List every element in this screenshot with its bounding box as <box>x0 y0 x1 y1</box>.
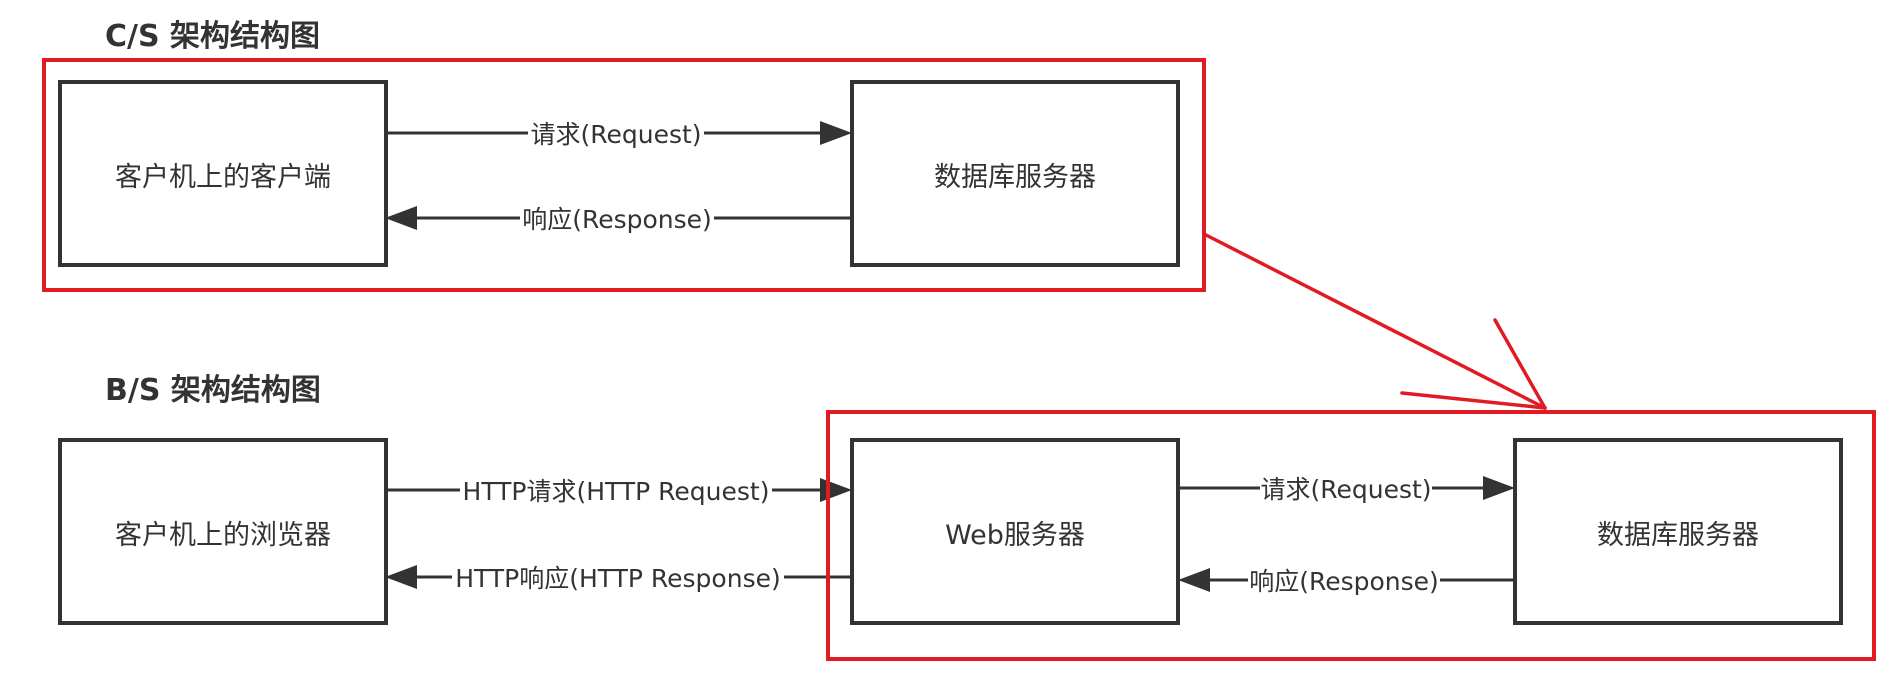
bs-db-label: 数据库服务器 <box>1597 520 1759 551</box>
arrowhead-left <box>385 565 417 589</box>
cs-request-label: 请求(Request) <box>530 120 701 149</box>
cs-client-label: 客户机上的客户端 <box>115 162 331 193</box>
bs-highlight-frame <box>826 410 1876 661</box>
arrowhead-right <box>1483 476 1515 500</box>
bs-response-label: 响应(Response) <box>1249 567 1439 596</box>
bs-web-label: Web服务器 <box>945 520 1085 551</box>
cs-section: 客户机上的客户端 数据库服务器 请求(Request) 响应(Response) <box>42 58 1206 292</box>
cs-db-label: 数据库服务器 <box>934 162 1096 193</box>
cs-response-label: 响应(Response) <box>522 205 712 234</box>
bs-browser-box <box>58 438 388 625</box>
cs-title: C/S 架构结构图 <box>105 19 320 54</box>
cs-highlight-frame <box>42 58 1206 292</box>
cs-request-arrow: 请求(Request) <box>388 117 852 149</box>
highlight-connector-arrow <box>1204 233 1547 410</box>
bs-title: B/S 架构结构图 <box>105 373 321 408</box>
bs-browser-label: 客户机上的浏览器 <box>115 520 331 551</box>
bs-http-request-arrow: HTTP请求(HTTP Request) <box>388 474 852 506</box>
bs-http-response-label: HTTP响应(HTTP Response) <box>455 564 780 593</box>
bs-request-arrow: 请求(Request) <box>1180 472 1515 504</box>
bs-http-response-arrow: HTTP响应(HTTP Response) <box>385 561 850 593</box>
arrowhead-right <box>820 478 852 502</box>
bs-request-label: 请求(Request) <box>1260 475 1431 504</box>
cs-response-arrow: 响应(Response) <box>385 202 850 234</box>
arrowhead-left <box>385 206 417 230</box>
bs-web-box <box>850 438 1180 625</box>
cs-db-box <box>850 80 1180 267</box>
bs-response-arrow: 响应(Response) <box>1178 564 1513 596</box>
arrowhead-right <box>820 121 852 145</box>
bs-db-box <box>1513 438 1843 625</box>
bs-section: 客户机上的浏览器 Web服务器 数据库服务器 HTTP请求(HTTP Reque… <box>58 410 1876 661</box>
arrowhead-left <box>1178 568 1210 592</box>
cs-client-box <box>58 80 388 267</box>
bs-http-request-label: HTTP请求(HTTP Request) <box>463 477 770 506</box>
